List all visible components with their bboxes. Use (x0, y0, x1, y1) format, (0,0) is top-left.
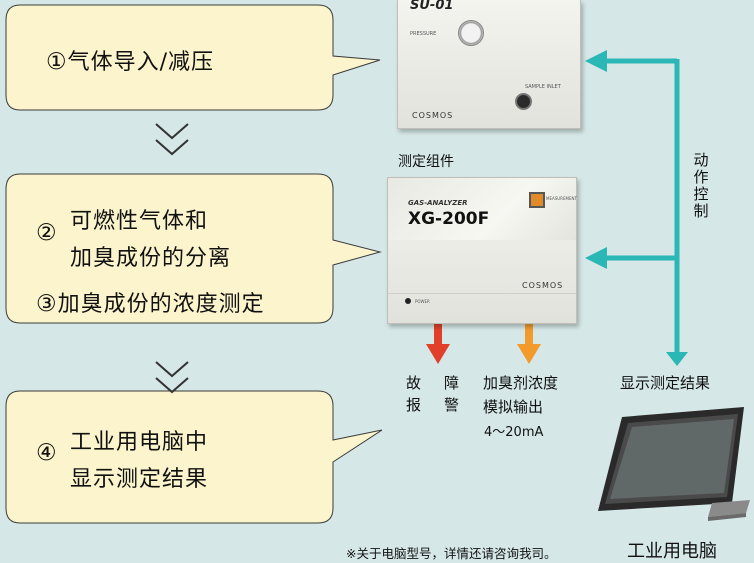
pc-caption: 工业用电脑 (627, 541, 717, 562)
odorant-line3: 4～20mA (484, 425, 544, 440)
step-2-line2: 加臭成份的分离 (70, 246, 232, 271)
xg200f-lamp-label: MEASUREMENT (546, 196, 577, 201)
control-connector (605, 58, 680, 355)
xg200f-device: GAS-ANALYZER XG-200F MEASUREMENT COSMOS … (387, 177, 577, 324)
odorant-arrow-icon (517, 344, 541, 364)
step-4-line1: 工业用电脑中 (70, 430, 209, 455)
fault-arrow-icon (426, 344, 450, 364)
su01-device: SU-01 PRESSURE SAMPLE INLET COSMOS (397, 0, 581, 129)
control-label: 动作控制 (693, 151, 709, 220)
fault-col2: 障警 (444, 374, 460, 414)
pc-model-footnote: ※关于电脑型号，详情还请咨询我司。 (346, 546, 557, 561)
xg200f-model: XG-200F (408, 209, 490, 229)
xg200f-power-label: POWER (415, 299, 430, 304)
step-4-number: ④ (36, 440, 58, 466)
arrow-left-icon (585, 50, 607, 72)
su01-dial-label: PRESSURE (410, 31, 437, 37)
step-4-bubble (5, 390, 383, 524)
step-2-number: ② (36, 220, 58, 246)
industrial-pc-icon (598, 407, 750, 521)
step-3-text: ③加臭成份的浓度测定 (36, 286, 265, 318)
xg200f-sub: GAS-ANALYZER (408, 199, 468, 207)
step-1-number: ① (46, 49, 68, 75)
su01-brand: COSMOS (412, 111, 454, 120)
arrow-down-icon (666, 352, 688, 366)
xg200f-brand: COSMOS (522, 281, 564, 290)
su01-inlet-label: SAMPLE INLET (525, 84, 561, 90)
measurement-lamp-icon (529, 192, 545, 208)
step-2-line1: 可燃性气体和 (70, 209, 209, 234)
step-1-text: ①气体导入/减压 (46, 44, 214, 76)
step-4-line2: 显示测定结果 (70, 467, 209, 492)
step-3-number: ③ (36, 291, 58, 317)
fault-col1: 故报 (406, 374, 422, 414)
power-led-icon (405, 298, 411, 304)
pressure-gauge-icon (458, 20, 484, 46)
measurement-unit-label: 测定组件 (398, 154, 454, 170)
sample-inlet-knob-icon (515, 93, 532, 110)
step-3-label: 加臭成份的浓度测定 (57, 292, 265, 317)
su01-model: SU-01 (410, 0, 454, 13)
step-1-label: 气体导入/减压 (67, 50, 215, 75)
arrow-left-icon (585, 247, 607, 269)
step-23-bubble (5, 173, 382, 324)
odorant-line1: 加臭剂浓度 (483, 374, 559, 392)
chevron-down-icon (155, 361, 189, 394)
odorant-line2: 模拟输出 (483, 398, 544, 416)
display-result-label: 显示测定结果 (620, 374, 711, 392)
step-1-bubble (5, 4, 381, 111)
chevron-down-icon (155, 123, 189, 156)
